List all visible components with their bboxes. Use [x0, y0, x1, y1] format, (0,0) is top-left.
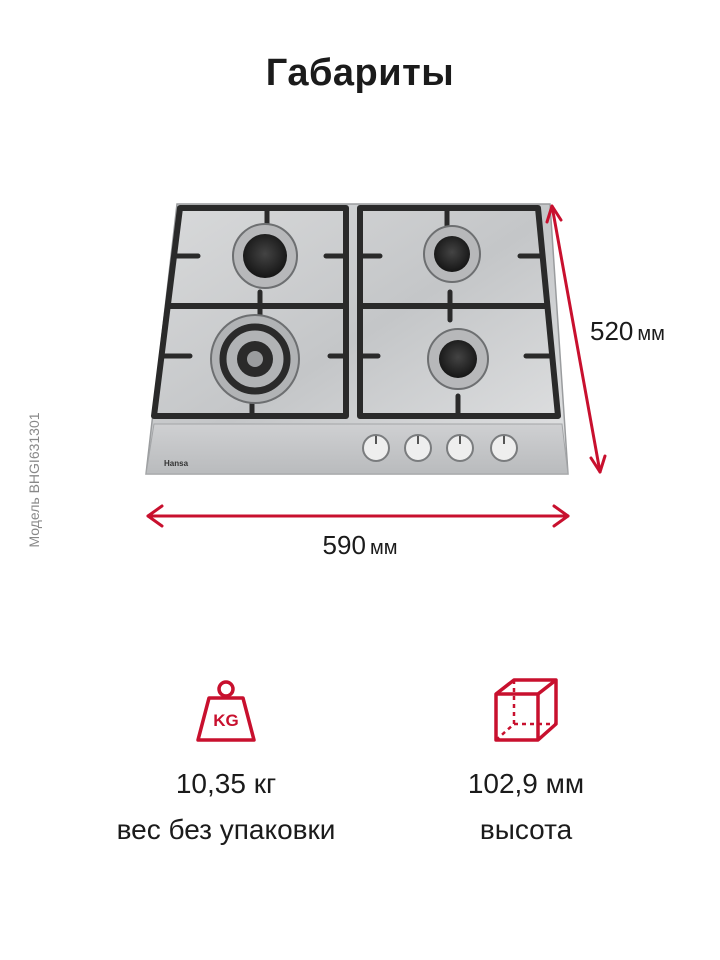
- svg-text:KG: KG: [213, 711, 239, 730]
- weight-caption: вес без упаковки: [116, 814, 336, 845]
- brand-logo: Hansa: [164, 459, 189, 468]
- page-title: Габариты: [265, 52, 455, 94]
- weight-spec: KG 10,35 кг вес без упаковки: [76, 676, 376, 846]
- weight-value: 10,35 кг: [175, 768, 277, 799]
- control-knobs: [362, 434, 518, 462]
- gas-hob-image: Hansa: [145, 203, 569, 475]
- height-arrow: [550, 204, 602, 474]
- box-dimensions-icon: [494, 678, 558, 742]
- height-spec: 102,9 мм высота: [376, 676, 676, 846]
- weight-kg-icon: KG: [196, 680, 256, 742]
- height-caption: высота: [479, 814, 573, 845]
- height-value: 102,9 мм: [467, 768, 585, 799]
